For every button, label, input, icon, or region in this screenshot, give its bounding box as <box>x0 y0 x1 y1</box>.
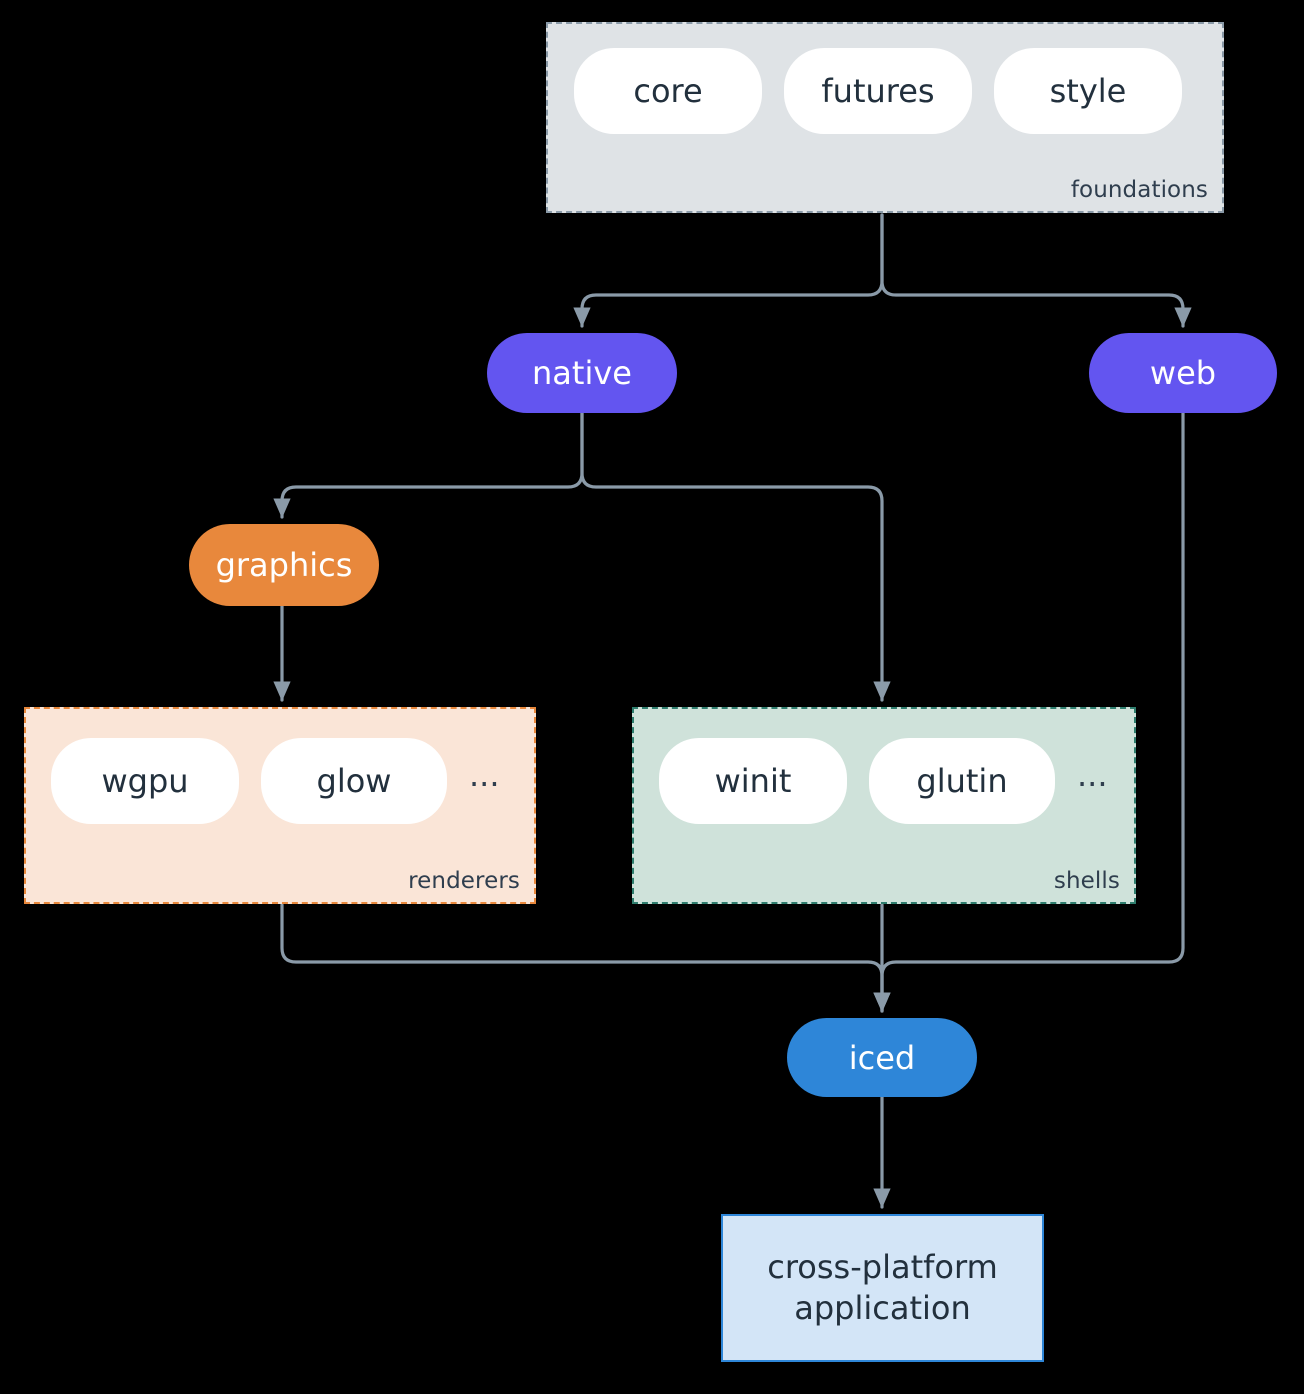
chip-glutin[interactable]: glutin <box>869 738 1055 824</box>
edge-renderers-to-iced <box>280 903 891 1013</box>
edge-native-to-shells <box>580 411 891 702</box>
node-iced[interactable]: iced <box>787 1018 977 1097</box>
edge-native-to-graphics <box>273 411 584 519</box>
chip-winit[interactable]: winit <box>659 738 847 824</box>
chip-label: futures <box>821 72 935 110</box>
chip-ellipsis-shells: ... <box>1077 756 1108 795</box>
chip-futures[interactable]: futures <box>784 48 972 134</box>
chip-label: wgpu <box>101 762 189 800</box>
node-native[interactable]: native <box>487 333 677 413</box>
edge-foundations-to-native <box>573 213 884 328</box>
cluster-shells: winit glutin ... shells <box>632 707 1136 904</box>
node-label-line2: application <box>794 1289 971 1327</box>
node-label: native <box>532 354 632 392</box>
chip-glow[interactable]: glow <box>261 738 447 824</box>
cluster-label-renderers: renderers <box>408 868 520 894</box>
node-label: graphics <box>215 546 353 584</box>
node-graphics[interactable]: graphics <box>189 524 379 606</box>
chip-label: glow <box>316 762 392 800</box>
chip-core[interactable]: core <box>574 48 762 134</box>
chip-label: glutin <box>916 762 1008 800</box>
cluster-label-foundations: foundations <box>1070 177 1208 203</box>
cluster-renderers: wgpu glow ... renderers <box>24 707 536 904</box>
cluster-foundations: core futures style foundations <box>546 22 1224 213</box>
node-label: web <box>1149 354 1217 392</box>
chip-ellipsis-renderers: ... <box>469 756 500 795</box>
cluster-label-shells: shells <box>1053 868 1120 894</box>
chip-label: winit <box>714 762 792 800</box>
chip-label: core <box>633 72 703 110</box>
edge-foundations-to-web <box>880 213 1192 328</box>
node-label-line1: cross-platform <box>767 1248 998 1287</box>
chip-label: style <box>1049 72 1127 110</box>
chip-style[interactable]: style <box>994 48 1182 134</box>
node-label: iced <box>848 1038 916 1077</box>
chip-wgpu[interactable]: wgpu <box>51 738 239 824</box>
node-web[interactable]: web <box>1089 333 1277 413</box>
node-cross-platform-application[interactable]: cross-platform application <box>721 1214 1044 1362</box>
